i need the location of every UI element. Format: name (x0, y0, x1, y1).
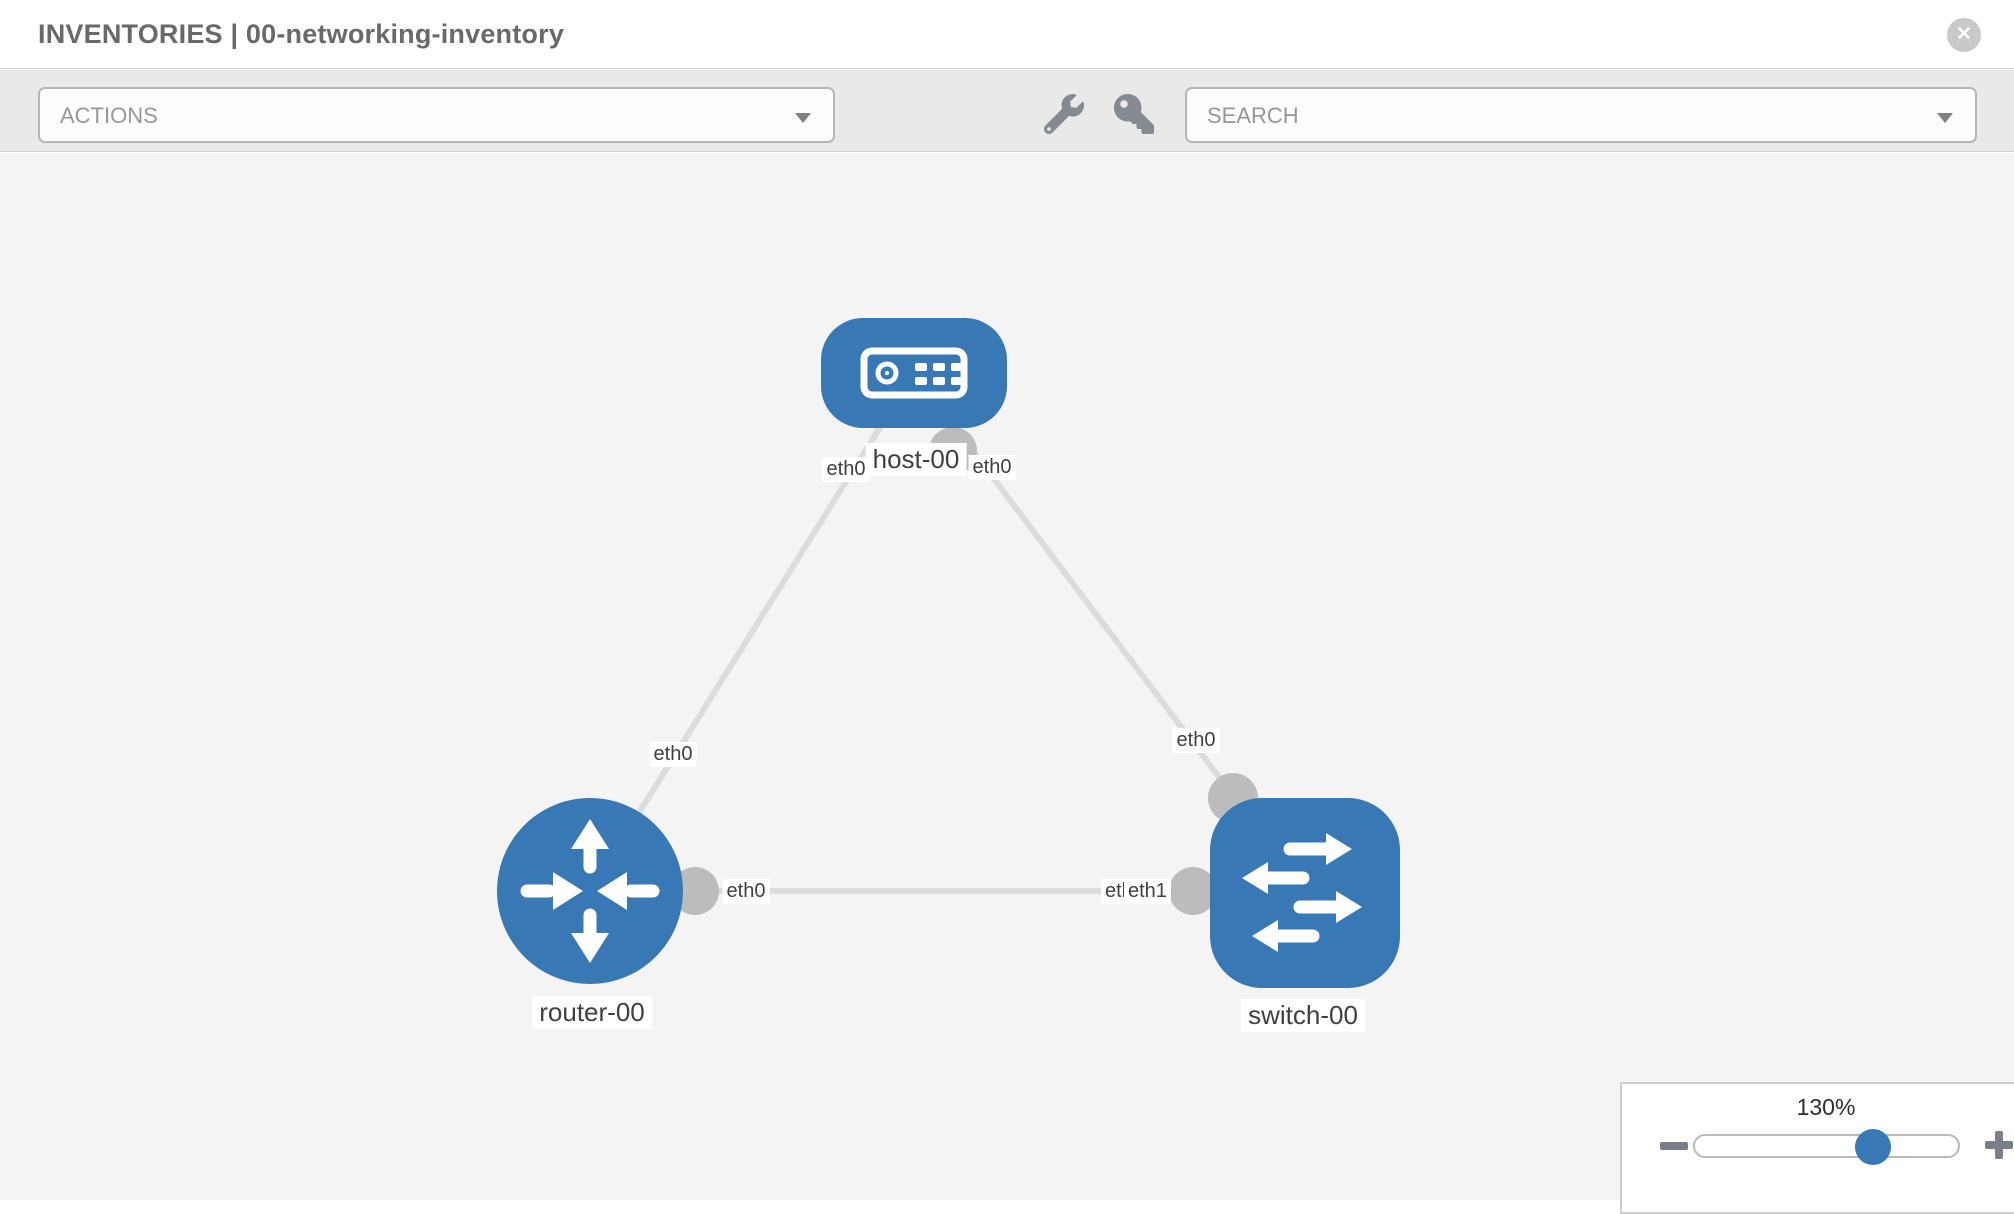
interface-label: eth0 (1172, 728, 1220, 753)
node-label-switch: switch-00 (1241, 999, 1365, 1032)
node-host-00[interactable] (821, 318, 1007, 428)
endpoint-dot[interactable] (1169, 867, 1217, 915)
zoom-slider-thumb[interactable] (1855, 1129, 1891, 1165)
node-switch-00[interactable] (1210, 798, 1400, 988)
interface-label: eth0 (822, 457, 870, 482)
actions-dropdown-label: ACTIONS (60, 103, 158, 128)
node-label-host: host-00 (865, 443, 967, 476)
chevron-down-icon (795, 113, 811, 123)
close-icon[interactable]: ✕ (1947, 18, 1981, 52)
host-icon (860, 347, 968, 399)
search-input[interactable]: SEARCH (1207, 103, 1299, 128)
chevron-down-icon (1937, 113, 1953, 123)
endpoint-dot[interactable] (671, 867, 719, 915)
search-dropdown[interactable]: SEARCH (1185, 87, 1977, 143)
interface-label: eth0 (968, 455, 1016, 480)
topology-graph (497, 318, 1400, 988)
page-title: INVENTORIES | 00-networking-inventory (38, 19, 565, 49)
node-router-00[interactable] (497, 798, 683, 984)
zoom-in-button[interactable] (1982, 1128, 2014, 1162)
interface-label: eth0 (722, 879, 770, 904)
zoom-level-value: 130% (1796, 1094, 1856, 1120)
node-label-router: router-00 (532, 996, 652, 1029)
interface-label: eth0 (649, 742, 697, 767)
toolbar: ACTIONS SEARCH (0, 70, 2014, 152)
wrench-icon[interactable] (1044, 94, 1084, 134)
router-icon (520, 819, 660, 963)
interface-label: eth1 (1124, 879, 1171, 904)
key-icon[interactable] (1114, 94, 1154, 134)
zoom-panel: 130% (1620, 1082, 2014, 1214)
switch-icon (1242, 833, 1362, 952)
zoom-out-button[interactable] (1658, 1140, 1690, 1152)
topology-canvas[interactable]: host-00 router-00 switch-00 eth0 eth0 et… (0, 153, 2014, 1200)
endpoint-dots (671, 427, 1258, 915)
actions-dropdown[interactable]: ACTIONS (38, 87, 835, 143)
header-bar: INVENTORIES | 00-networking-inventory ✕ (0, 0, 2014, 69)
zoom-slider-track[interactable] (1693, 1129, 1960, 1165)
